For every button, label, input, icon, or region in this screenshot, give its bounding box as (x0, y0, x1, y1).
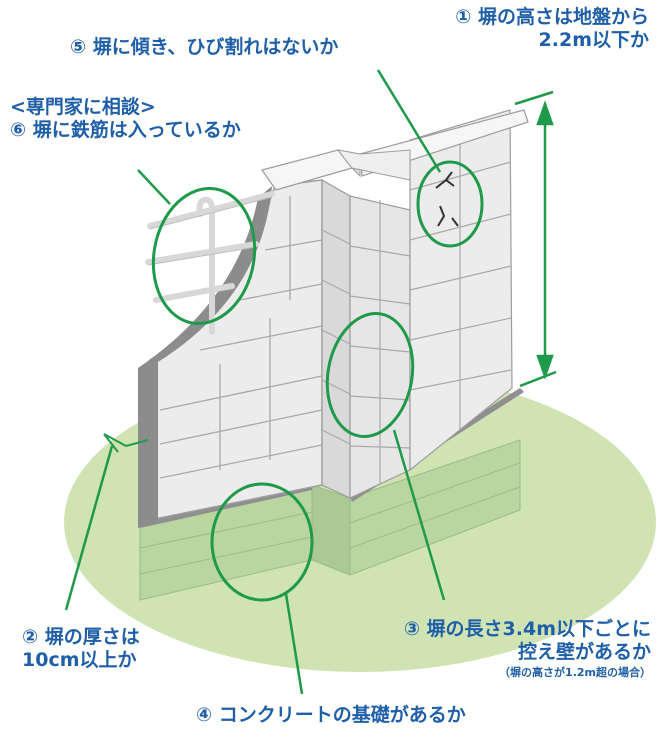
callout-crack (416, 160, 484, 248)
label-wall-height: ① 塀の高さは地盤から 2.2m以下か (455, 6, 649, 52)
label-thickness-line1: ② 塀の厚さは (22, 626, 140, 648)
label-buttress-note: （塀の高さが1.2m超の場合） (499, 665, 651, 679)
label-buttress: ③ 塀の長さ3.4m以下ごとに 控え壁があるか （塀の高さが1.2m超の場合） (404, 618, 651, 679)
label-expert-consult: <専門家に相談> (10, 96, 156, 118)
label-foundation: ④ コンクリートの基礎があるか (196, 704, 466, 726)
crack-lines (435, 171, 459, 227)
leader-thickness (64, 445, 114, 611)
thickness-arrow (103, 433, 149, 453)
label-thickness-line2: 10cm以上か (22, 648, 137, 671)
callout-foundation (210, 482, 314, 602)
leader-tilt (376, 69, 442, 173)
height-arrow (514, 90, 557, 388)
callout-rebar (151, 186, 257, 326)
leader-rebar (137, 169, 171, 205)
rebar (145, 191, 275, 335)
callout-buttress (325, 312, 415, 438)
label-rebar: <専門家に相談> ⑥ 塀に鉄筋は入っているか (10, 96, 241, 142)
wall-block-lines (159, 196, 323, 479)
label-wall-height-line1: ① 塀の高さは地盤から (455, 6, 649, 28)
label-buttress-line1: ③ 塀の長さ3.4m以下ごとに (403, 618, 651, 640)
label-thickness: ② 塀の厚さは 10cm以上か (22, 626, 140, 672)
leader-buttress (392, 429, 446, 601)
wall-back-face (409, 109, 513, 472)
leader-lines (64, 69, 446, 695)
buttress-front (321, 178, 351, 499)
label-buttress-line2: 控え壁があるか (517, 640, 651, 663)
label-rebar-check: ⑥ 塀に鉄筋は入っているか (10, 118, 241, 141)
label-wall-height-line2: 2.2m以下か (538, 28, 649, 51)
label-tilt-crack: ⑤ 塀に傾き、ひび割れはないか (70, 36, 339, 58)
wall-thickness (138, 186, 272, 528)
callout-circles (151, 160, 484, 602)
leader-foundation (284, 593, 304, 695)
